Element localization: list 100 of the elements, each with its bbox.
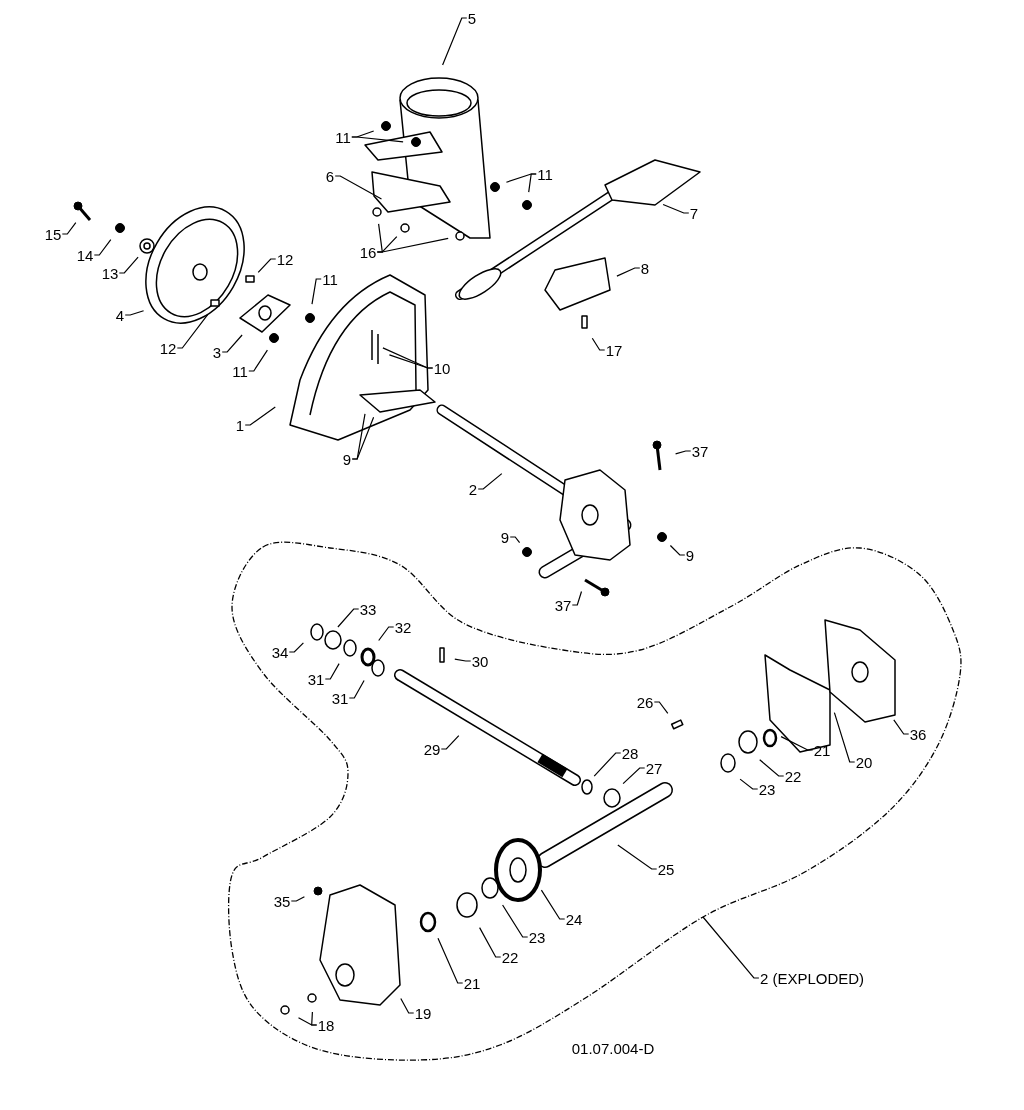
- callout-number: 34: [271, 644, 289, 660]
- callout-number: 36: [909, 726, 927, 742]
- callout-number: 16: [359, 244, 377, 260]
- leader-line: [351, 136, 404, 143]
- callout-number: 30: [471, 653, 489, 669]
- leader-line: [702, 916, 760, 979]
- callout-number: 24: [565, 911, 583, 927]
- callout-number: 12: [159, 340, 177, 356]
- callout-number: 21: [813, 742, 831, 758]
- callout-number: 18: [317, 1017, 335, 1033]
- leader-line: [571, 590, 583, 606]
- leader-line: [669, 544, 686, 556]
- leader-line: [477, 473, 503, 490]
- leader-line: [376, 223, 383, 253]
- callout-number: 23: [528, 929, 546, 945]
- leader-line: [653, 701, 669, 714]
- callout-number: 15: [44, 226, 62, 242]
- callout-number: 11: [232, 363, 248, 379]
- callout-number: 26: [636, 694, 654, 710]
- leader-line: [617, 844, 658, 870]
- callout-number: 8: [640, 260, 650, 276]
- callout-number: 22: [501, 949, 519, 965]
- callout-number: 14: [76, 247, 94, 263]
- leader-line: [248, 349, 268, 372]
- leader-line: [257, 258, 277, 273]
- leader-line: [509, 536, 521, 544]
- leader-line: [118, 256, 139, 274]
- leader-line: [540, 889, 566, 920]
- callout-number: 1: [235, 417, 245, 433]
- callout-number: 2: [468, 481, 478, 497]
- callout-number: 27: [645, 760, 663, 776]
- leader-line: [334, 175, 383, 200]
- leader-line: [739, 778, 759, 790]
- callout-number: 4: [115, 307, 125, 323]
- callout-number: 20: [855, 754, 873, 770]
- leader-line: [376, 237, 449, 253]
- leader-line: [311, 1011, 318, 1026]
- callout-number: 12: [276, 251, 294, 267]
- leader-line: [442, 17, 468, 66]
- leader-line: [528, 173, 537, 193]
- callout-number: 25: [657, 861, 675, 877]
- leader-line: [502, 904, 529, 938]
- callout-number: 32: [394, 619, 412, 635]
- callout-number: 9: [685, 547, 695, 563]
- callout-number: 2 (EXPLODED): [759, 970, 865, 986]
- leader-line: [311, 278, 322, 305]
- leader-line: [378, 626, 395, 642]
- callout-number: 11: [335, 129, 351, 145]
- callout-number: 23: [758, 781, 776, 797]
- callout-number: 31: [307, 671, 325, 687]
- leader-line: [351, 416, 375, 460]
- callout-number: 22: [784, 768, 802, 784]
- callout-number: 9: [500, 529, 510, 545]
- leader-line: [388, 354, 434, 369]
- callout-number: 5: [467, 10, 477, 26]
- leader-line: [593, 752, 622, 777]
- leader-line: [221, 334, 243, 353]
- drawing-number: 01.07.004-D: [571, 1040, 655, 1056]
- leader-line: [479, 927, 502, 958]
- leader-line: [337, 608, 360, 628]
- leader-line: [454, 658, 472, 662]
- callout-number: 28: [621, 745, 639, 761]
- leader-line: [437, 937, 464, 984]
- callout-number: 9: [342, 451, 352, 467]
- callout-number: 33: [359, 601, 377, 617]
- leader-line: [124, 310, 145, 316]
- callout-number: 17: [605, 342, 623, 358]
- leader-line: [662, 203, 690, 214]
- leader-line: [893, 719, 910, 735]
- leader-line: [616, 267, 641, 277]
- leader-line: [675, 450, 692, 455]
- leader-line: [176, 314, 209, 349]
- leader-line: [348, 679, 365, 699]
- callout-number: 21: [463, 975, 481, 991]
- callout-number: 6: [325, 168, 335, 184]
- leader-line: [93, 239, 112, 256]
- leader-line: [61, 222, 77, 235]
- leader-line: [622, 767, 646, 785]
- leader-line: [290, 896, 305, 902]
- callout-number: 29: [423, 741, 441, 757]
- callout-number: 37: [554, 597, 572, 613]
- callout-number: 31: [331, 690, 349, 706]
- callout-number: 7: [689, 205, 699, 221]
- callout-number: 3: [212, 344, 222, 360]
- callout-number: 35: [273, 893, 291, 909]
- callout-number: 11: [537, 166, 553, 182]
- callout-number: 19: [414, 1005, 432, 1021]
- callout-number: 13: [101, 265, 119, 281]
- leader-line: [324, 663, 340, 680]
- callout-number: 11: [322, 271, 338, 287]
- leader-line: [759, 759, 785, 777]
- leader-line: [244, 406, 276, 426]
- leader-line: [591, 337, 606, 351]
- leader-line: [440, 735, 460, 750]
- leader-line: [833, 712, 856, 763]
- callout-number: 10: [433, 360, 451, 376]
- leader-line: [288, 642, 304, 653]
- callout-number: 37: [691, 443, 709, 459]
- leader-line: [400, 997, 415, 1014]
- leader-line: [780, 736, 814, 751]
